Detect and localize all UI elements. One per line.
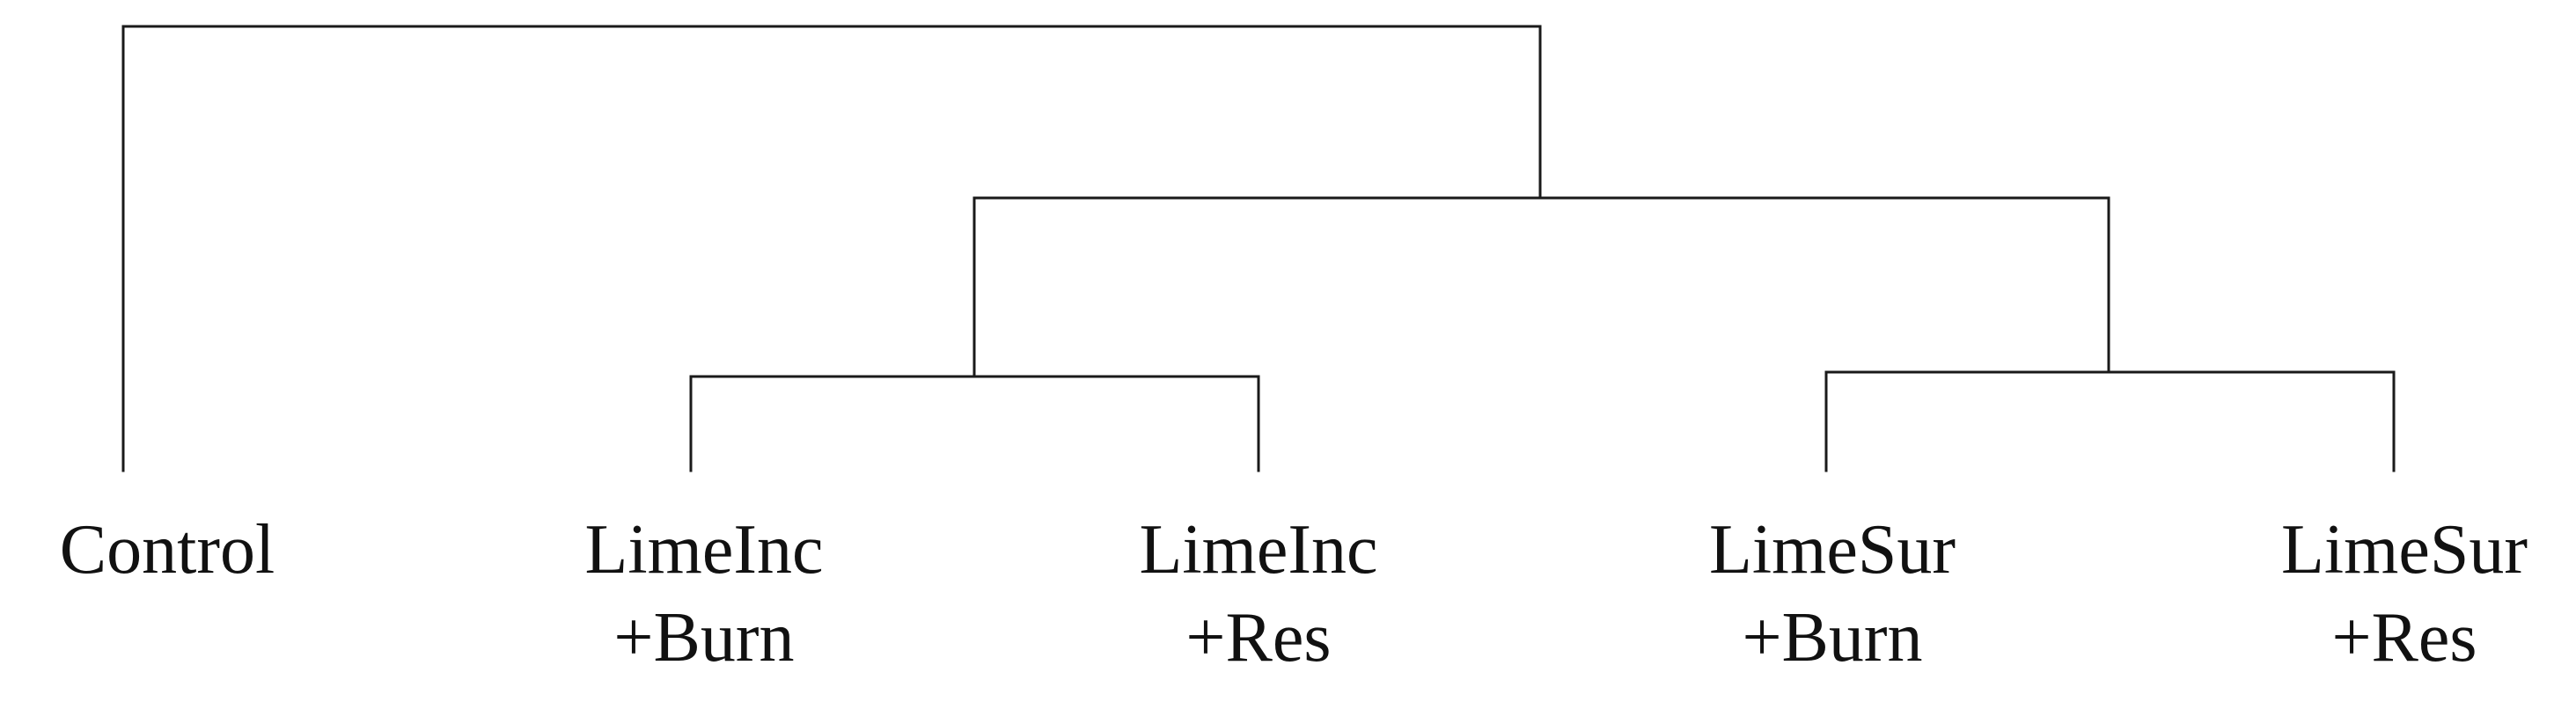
leaf-label-limesur-res: LimeSur +Res [2281,506,2528,682]
leaf-label-line1: LimeInc [1139,511,1378,589]
leaf-label-line2: +Res [1185,599,1332,676]
leaf-label-line1: Control [59,511,275,589]
leaf-label-line2: +Burn [613,599,795,676]
leaf-label-limeinc-burn: LimeInc +Burn [585,506,824,682]
leaf-label-line1: LimeSur [1709,511,1956,589]
leaf-label-limesur-burn: LimeSur +Burn [1709,506,1956,682]
leaf-label-control: Control [60,506,275,594]
leaf-label-line2: +Res [2331,599,2477,676]
leaf-label-line1: LimeInc [584,511,824,589]
leaf-label-line2: +Burn [1742,599,1923,676]
leaf-label-line1: LimeSur [2281,511,2528,589]
leaf-label-limeinc-res: LimeInc +Res [1140,506,1378,682]
